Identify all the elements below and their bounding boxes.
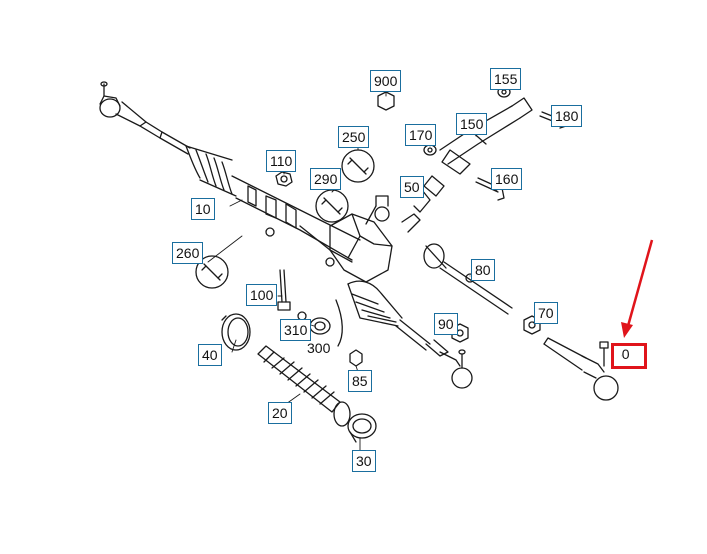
clamp-40 <box>221 313 251 351</box>
wrench-icon-260 <box>195 255 229 289</box>
callout-290: 290 <box>310 168 342 190</box>
callout-180: 180 <box>551 105 583 127</box>
nut-85 <box>349 349 363 367</box>
left-tie-rod-end <box>99 81 163 139</box>
bolt-100 <box>277 269 291 311</box>
left-boot <box>185 145 237 197</box>
boot-20 <box>257 345 351 427</box>
callout-310: 310 <box>280 319 312 341</box>
callout-110: 110 <box>266 150 297 172</box>
wrench-icon-250 <box>341 149 375 183</box>
callout-160: 160 <box>491 168 523 190</box>
wrench-icon-290 <box>315 189 349 223</box>
highlighted-callout-60: 60 <box>614 346 630 362</box>
callout-170: 170 <box>405 124 437 146</box>
highlighted-callout-60-frame <box>611 343 647 369</box>
inner-tie-rod <box>423 243 513 315</box>
right-boot <box>347 280 403 327</box>
red-pointer-arrow <box>621 239 654 338</box>
callout-30: 30 <box>352 450 376 472</box>
left-tie-rod <box>159 131 191 155</box>
callout-90: 90 <box>434 313 458 335</box>
callout-20: 20 <box>268 402 292 424</box>
callout-300: 300 <box>307 340 331 356</box>
nut-70 <box>523 315 541 335</box>
callout-250: 250 <box>338 126 370 148</box>
callout-10: 10 <box>191 198 215 220</box>
callout-50: 50 <box>400 176 424 198</box>
nut-170 <box>423 144 437 156</box>
pinion-valve-body <box>325 195 421 283</box>
callout-80: 80 <box>471 259 495 281</box>
callout-900: 900 <box>370 70 402 92</box>
callout-155: 155 <box>490 68 522 90</box>
outer-tie-rod-end <box>543 337 619 401</box>
callout-85: 85 <box>348 370 372 392</box>
right-tie-rod-end-assembled <box>439 349 473 389</box>
callout-70: 70 <box>534 302 558 324</box>
callout-40: 40 <box>198 344 222 366</box>
leader-lines <box>207 83 567 453</box>
clamp-30 <box>347 413 377 443</box>
callout-260: 260 <box>172 242 204 264</box>
nut-110 <box>275 171 293 187</box>
callout-150: 150 <box>456 113 488 135</box>
rack-housing <box>231 175 361 263</box>
callout-100: 100 <box>246 284 278 306</box>
